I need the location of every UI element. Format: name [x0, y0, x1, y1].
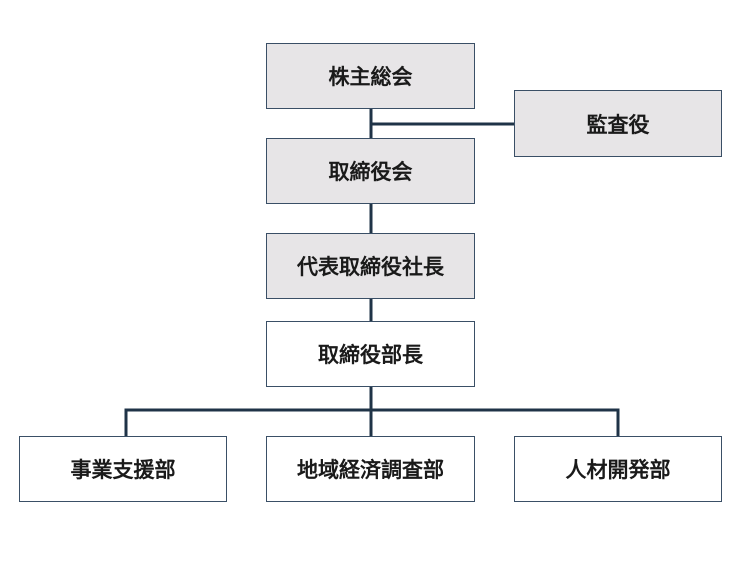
node-director-general-manager: 取締役部長 — [266, 321, 475, 387]
node-regional-economy-research: 地域経済調査部 — [266, 436, 475, 502]
node-shareholders-meeting: 株主総会 — [266, 43, 475, 109]
node-ceo: 代表取締役社長 — [266, 233, 475, 299]
node-business-support: 事業支援部 — [19, 436, 227, 502]
node-board-of-directors: 取締役会 — [266, 138, 475, 204]
node-human-resources: 人材開発部 — [514, 436, 722, 502]
node-auditor: 監査役 — [514, 90, 722, 157]
